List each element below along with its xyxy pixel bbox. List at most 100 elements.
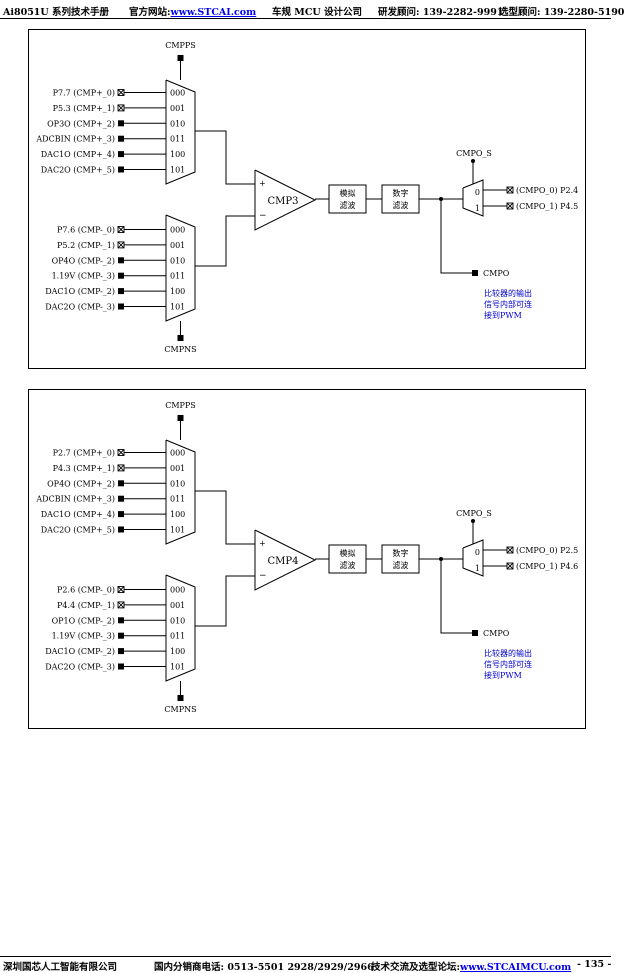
footer-forum-label: 技术交流及选型论坛: — [371, 962, 461, 973]
minus-mux-code: 000 — [170, 586, 185, 595]
header-rd-consultant: 研发顾问: 139-2282-9991 — [378, 7, 504, 18]
minus-input-label: P7.6 (CMP-_0) — [57, 226, 115, 235]
internal-pin-icon — [118, 632, 124, 639]
comparator-plus-sign: + — [259, 539, 266, 548]
minus-mux-code: 010 — [170, 256, 185, 265]
plus-mux-code: 000 — [170, 89, 185, 98]
footer-rule — [0, 956, 611, 957]
io-pin-icon — [506, 562, 514, 570]
io-pin-icon — [506, 186, 514, 194]
minus-mux-code: 100 — [170, 647, 185, 656]
note-line: 比较器的输出 — [484, 648, 532, 658]
header-site-link[interactable]: www.STCAI.com — [170, 7, 257, 18]
cmpps-pin-icon — [177, 415, 184, 421]
cmpo-pin-icon — [472, 270, 478, 276]
header-product: Ai8051U 系列技术手册 — [3, 7, 110, 18]
digital-filter-label-2: 滤波 — [393, 200, 409, 210]
minus-mux-code: 101 — [170, 303, 185, 312]
cmpo-wire — [440, 199, 472, 274]
plus-input-label: DAC1O (CMP+_4) — [41, 510, 115, 519]
plus-input-label: OP3O (CMP+_2) — [47, 119, 115, 128]
plus-mux-code: 100 — [170, 150, 185, 159]
output-demux-code: 1 — [475, 204, 480, 213]
analog-filter-box — [328, 544, 367, 574]
minus-mux-output-wire — [195, 215, 255, 267]
minus-mux-shape — [165, 574, 196, 682]
note-line: 接到PWM — [484, 670, 522, 680]
comparator-triangle — [254, 529, 317, 591]
analog-filter-label-1: 模拟 — [340, 188, 356, 198]
output-demux-code: 0 — [475, 188, 480, 197]
io-pin-icon — [117, 241, 125, 249]
analog-filter-label-2: 滤波 — [340, 200, 356, 210]
cmpns-label: CMPNS — [164, 345, 196, 354]
plus-mux-code: 010 — [170, 119, 185, 128]
comparator-triangle — [254, 169, 317, 231]
note-line: 接到PWM — [484, 310, 522, 320]
minus-mux-code: 000 — [170, 226, 185, 235]
plus-mux-code: 001 — [170, 104, 185, 113]
output-demux-code: 0 — [475, 548, 480, 557]
plus-input-label: P5.3 (CMP+_1) — [53, 104, 115, 113]
plus-mux-code: 101 — [170, 166, 185, 175]
internal-pin-icon — [118, 272, 124, 279]
plus-mux-code: 010 — [170, 479, 185, 488]
output-demux-shape — [462, 539, 484, 577]
io-pin-icon — [117, 89, 125, 96]
plus-input-label: P2.7 (CMP+_0) — [53, 449, 115, 458]
internal-pin-icon — [118, 495, 124, 502]
io-pin-icon — [506, 202, 514, 210]
cmpo-s-dot — [471, 519, 475, 523]
minus-mux-code: 011 — [170, 632, 185, 641]
plus-mux-code: 000 — [170, 449, 185, 458]
cmpo-s-dot — [471, 159, 475, 163]
plus-mux-shape — [165, 79, 196, 185]
cmpps-label: CMPPS — [165, 401, 196, 410]
digital-filter-box — [381, 544, 420, 574]
minus-mux-code: 010 — [170, 616, 185, 625]
minus-mux-code: 001 — [170, 601, 185, 610]
internal-pin-icon — [118, 480, 124, 487]
io-pin-icon — [117, 104, 125, 112]
plus-mux-code: 011 — [170, 495, 185, 504]
minus-mux-code: 101 — [170, 663, 185, 672]
output-label-1: (CMPO_1) P4.5 — [516, 202, 578, 211]
internal-pin-icon — [118, 135, 124, 142]
footer-company: 深圳国芯人工智能有限公司 — [3, 962, 118, 973]
header-grade: 车规 MCU 设计公司 — [272, 7, 362, 18]
note-line: 比较器的输出 — [484, 288, 532, 298]
internal-pin-icon — [118, 511, 124, 518]
output-demux-code: 1 — [475, 564, 480, 573]
internal-pin-icon — [118, 303, 124, 310]
plus-input-label: DAC2O (CMP+_5) — [41, 526, 115, 535]
internal-pin-icon — [118, 288, 124, 295]
minus-input-label: DAC1O (CMP-_2) — [45, 647, 115, 656]
minus-mux-shape — [165, 214, 196, 322]
internal-pin-icon — [118, 663, 124, 670]
cmpps-label: CMPPS — [165, 41, 196, 50]
plus-mux-output-wire — [195, 490, 255, 545]
analog-filter-label-2: 滤波 — [340, 560, 356, 570]
minus-mux-code: 011 — [170, 272, 185, 281]
cmpo-label: CMPO — [483, 269, 510, 278]
minus-input-label: DAC1O (CMP-_2) — [45, 287, 115, 296]
minus-input-label: P2.6 (CMP-_0) — [57, 586, 115, 595]
plus-input-label: ADCBIN (CMP+_3) — [35, 135, 115, 144]
plus-input-label: OP4O (CMP+_2) — [47, 479, 115, 488]
plus-mux-code: 001 — [170, 464, 185, 473]
cmpo-s-label: CMPO_S — [456, 149, 492, 158]
note-line: 信号内部可连 — [484, 299, 532, 309]
internal-pin-icon — [118, 120, 124, 127]
minus-input-label: OP1O (CMP-_2) — [52, 616, 115, 625]
plus-mux-code: 101 — [170, 526, 185, 535]
footer-forum-link[interactable]: www.STCAIMCU.com — [460, 962, 572, 973]
output-label-0: (CMPO_0) P2.4 — [516, 186, 578, 195]
comparator-minus-sign: − — [259, 211, 267, 221]
plus-mux-code: 100 — [170, 510, 185, 519]
minus-input-label: P4.4 (CMP-_1) — [57, 601, 115, 610]
io-pin-icon — [117, 226, 125, 233]
io-pin-icon — [117, 464, 125, 472]
